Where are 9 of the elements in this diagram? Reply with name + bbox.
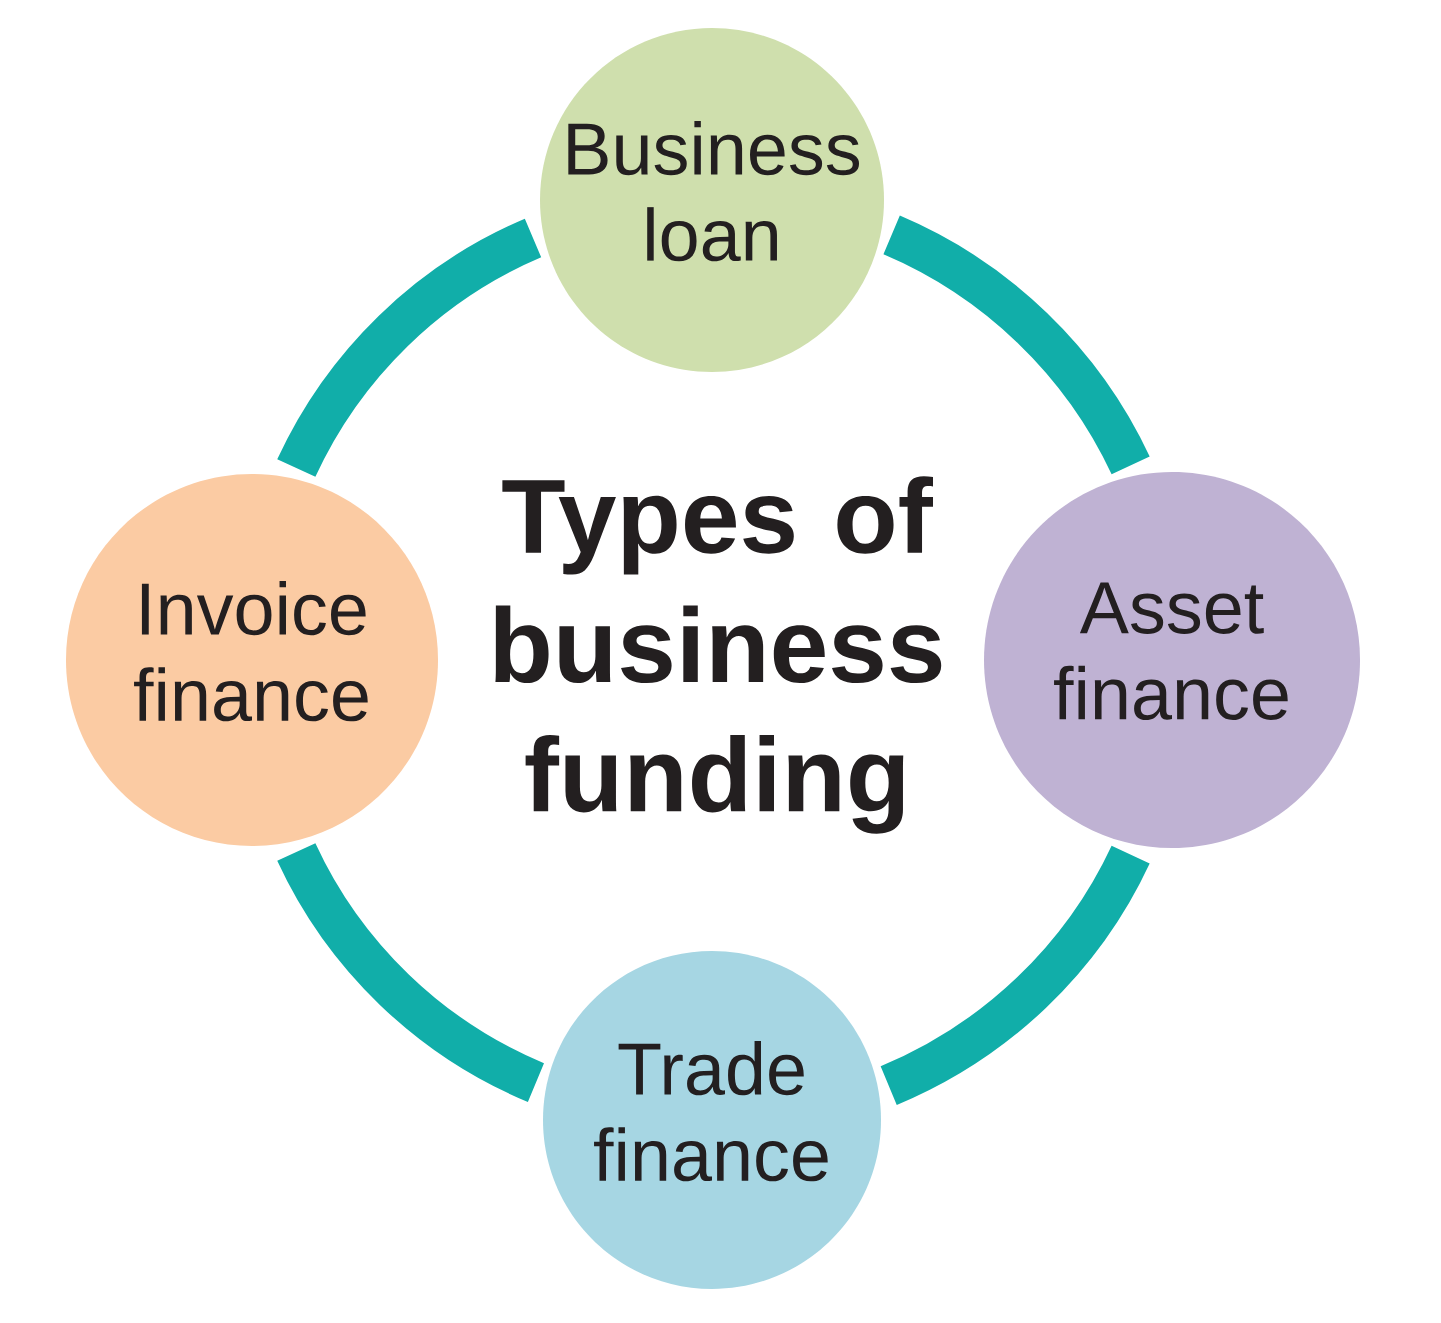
circle-node: Trade finance — [543, 951, 881, 1289]
connector-arc — [277, 218, 542, 478]
title: Types of business funding — [495, 476, 942, 834]
connector-arc — [880, 845, 1150, 1105]
circle-node: Business loan — [540, 27, 884, 372]
connector-arc — [277, 842, 545, 1102]
connector-arc — [882, 215, 1150, 475]
circle-node: Asset finance — [984, 472, 1360, 848]
circle-node: Invoice finance — [66, 474, 438, 846]
